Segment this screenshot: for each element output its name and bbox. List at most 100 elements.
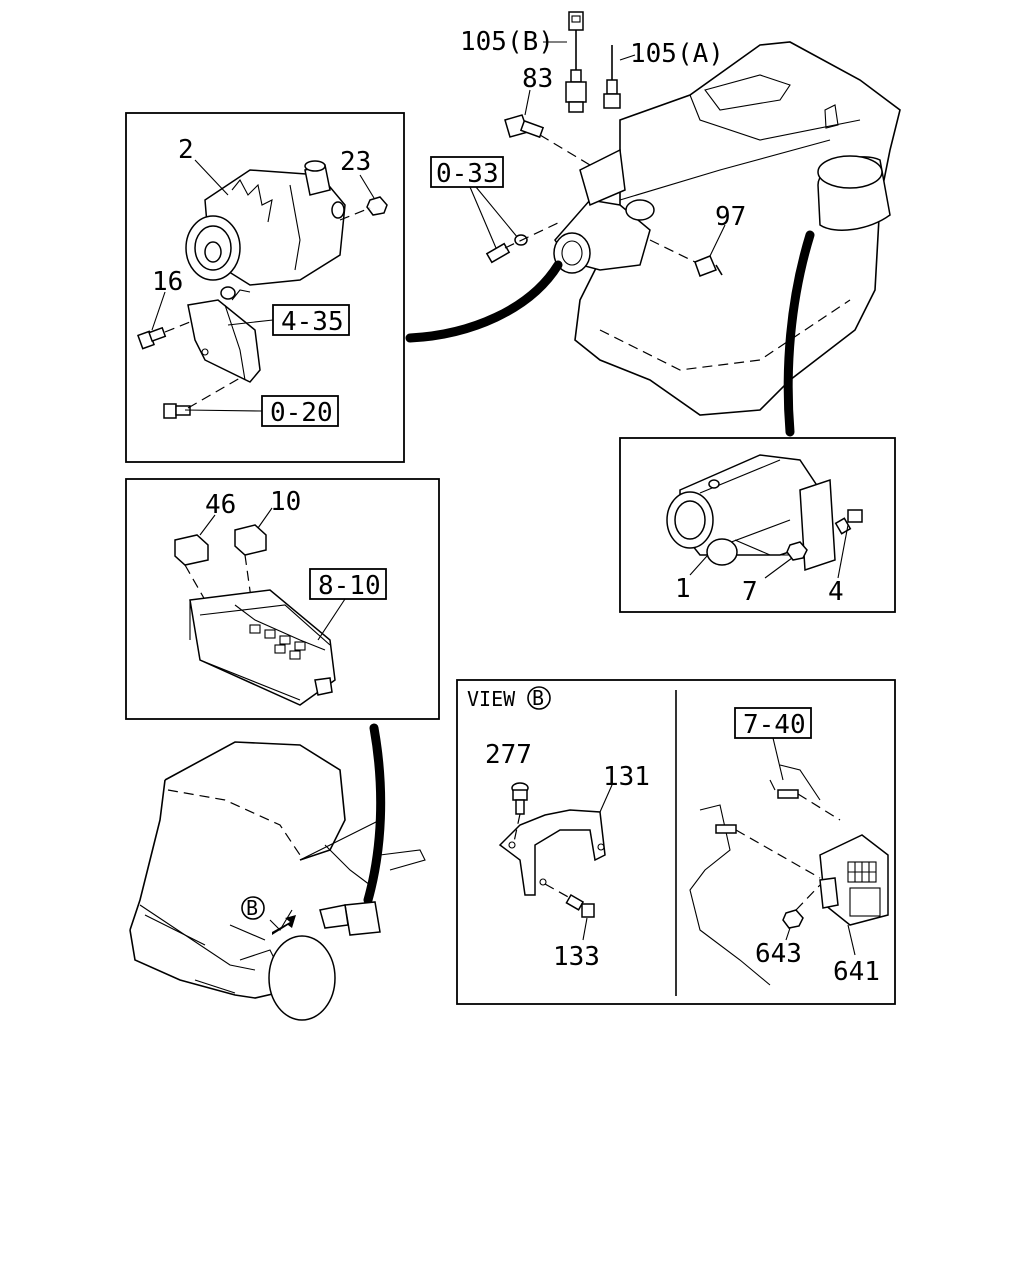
relay-panel bbox=[125, 478, 440, 720]
truck-illustration bbox=[129, 741, 426, 1021]
dash-133 bbox=[544, 883, 571, 899]
alternator-bracket bbox=[187, 299, 261, 383]
label-16: 16 bbox=[152, 267, 183, 297]
label-105b: 105(B) bbox=[460, 27, 554, 57]
leader-4-35 bbox=[227, 319, 274, 326]
leader-7-40 bbox=[772, 737, 784, 781]
bolt-0-20 bbox=[163, 403, 191, 419]
label-2: 2 bbox=[178, 135, 194, 165]
sensor-105b bbox=[565, 11, 587, 113]
bolt-4 bbox=[834, 509, 863, 535]
dash-stud-a bbox=[797, 793, 841, 821]
leader-7 bbox=[764, 557, 793, 579]
dash-16 bbox=[164, 321, 191, 333]
label-46: 46 bbox=[205, 490, 236, 520]
frame-outline bbox=[689, 764, 821, 986]
alternator-illustration bbox=[185, 160, 346, 301]
bolt-0-33 bbox=[485, 234, 528, 264]
dash-stud-b bbox=[735, 829, 821, 879]
bolt-133 bbox=[565, 894, 595, 918]
ref-box-8-10 bbox=[309, 568, 387, 600]
ecu-641 bbox=[819, 834, 889, 926]
connector-line-alternator bbox=[405, 260, 563, 343]
leader-0-33a bbox=[469, 186, 497, 249]
truck-view-marker-label: B bbox=[246, 896, 258, 920]
label-277: 277 bbox=[485, 740, 532, 770]
leader-46 bbox=[199, 514, 216, 536]
alternator-panel bbox=[125, 112, 405, 463]
starter-illustration bbox=[666, 454, 836, 572]
sensor-97 bbox=[694, 255, 723, 277]
sensor-105a bbox=[603, 45, 621, 109]
stud-7-40 bbox=[715, 789, 799, 834]
label-131: 131 bbox=[603, 762, 650, 792]
ref-box-4-35 bbox=[272, 304, 350, 336]
nut-643 bbox=[782, 909, 804, 929]
ref-8-10: 8-10 bbox=[318, 571, 381, 601]
leader-0-20 bbox=[184, 409, 263, 412]
relay-46 bbox=[174, 534, 209, 566]
leader-643 bbox=[785, 927, 791, 941]
ref-0-20: 0-20 bbox=[270, 398, 333, 428]
view-b-title: VIEW bbox=[467, 687, 516, 711]
view-b-marker-label: B bbox=[532, 686, 544, 710]
truck-view-marker bbox=[241, 896, 265, 920]
nut-23 bbox=[366, 196, 388, 216]
leader-131 bbox=[599, 784, 613, 813]
label-4: 4 bbox=[828, 577, 844, 607]
dash-83 bbox=[539, 134, 591, 166]
dash-97 bbox=[649, 239, 696, 263]
dash-23 bbox=[339, 207, 371, 221]
leader-133 bbox=[582, 917, 588, 941]
leader-10 bbox=[257, 507, 273, 529]
relay-box-illustration bbox=[189, 589, 336, 706]
label-23: 23 bbox=[340, 147, 371, 177]
connector-line-starter bbox=[783, 230, 815, 437]
relay-10 bbox=[234, 524, 267, 556]
bolt-16 bbox=[137, 326, 167, 350]
ref-4-35: 4-35 bbox=[281, 307, 344, 337]
dash-277 bbox=[513, 813, 521, 843]
dash-0-20 bbox=[187, 377, 241, 409]
dash-46 bbox=[184, 564, 206, 601]
dash-0-33 bbox=[504, 221, 561, 249]
engine-illustration bbox=[553, 41, 901, 416]
starter-panel bbox=[619, 437, 896, 613]
dash-643 bbox=[795, 884, 821, 911]
ref-box-0-20 bbox=[261, 395, 339, 427]
leader-8-10 bbox=[317, 598, 346, 641]
label-1: 1 bbox=[675, 574, 691, 604]
bolt-277 bbox=[511, 782, 529, 815]
leader-4 bbox=[837, 524, 849, 579]
label-133: 133 bbox=[553, 942, 600, 972]
label-641: 641 bbox=[833, 957, 880, 987]
leader-105a bbox=[619, 54, 636, 61]
connector-line-relay bbox=[363, 723, 386, 905]
view-b-marker bbox=[527, 686, 551, 710]
label-105a: 105(A) bbox=[630, 39, 724, 69]
sensor-83 bbox=[504, 114, 545, 139]
leader-23 bbox=[359, 174, 375, 199]
ref-box-0-33 bbox=[430, 156, 504, 188]
bracket-131 bbox=[498, 809, 606, 896]
label-643: 643 bbox=[755, 939, 802, 969]
leader-641 bbox=[847, 924, 856, 956]
leader-2 bbox=[194, 159, 229, 196]
label-7: 7 bbox=[742, 577, 758, 607]
label-97: 97 bbox=[715, 202, 746, 232]
label-83: 83 bbox=[522, 64, 553, 94]
view-b-panel bbox=[456, 679, 896, 1005]
ref-7-40: 7-40 bbox=[743, 710, 806, 740]
leader-83 bbox=[524, 89, 531, 116]
leader-0-33b bbox=[475, 186, 519, 239]
nut-7 bbox=[786, 541, 808, 561]
dash-10 bbox=[244, 554, 253, 606]
label-10: 10 bbox=[270, 487, 301, 517]
ref-box-7-40 bbox=[734, 707, 812, 739]
ref-0-33: 0-33 bbox=[436, 159, 499, 189]
leader-16 bbox=[151, 291, 166, 331]
leader-97 bbox=[709, 224, 726, 257]
view-arrow-icon bbox=[272, 915, 296, 935]
